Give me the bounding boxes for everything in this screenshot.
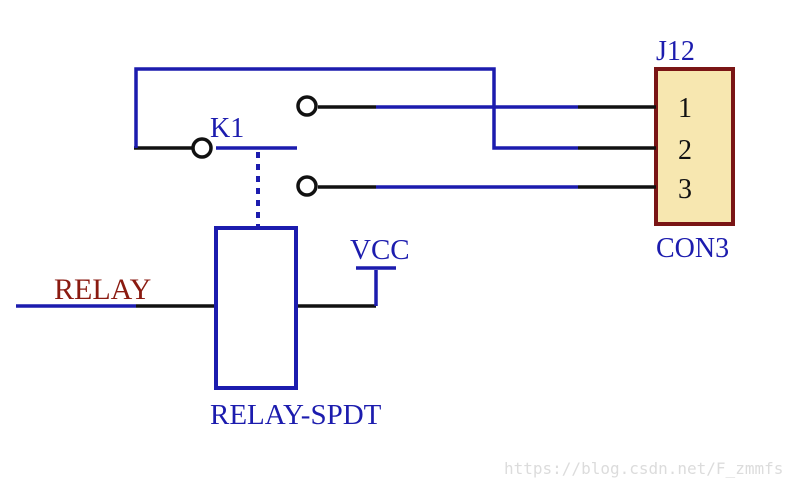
relay-value-label: RELAY-SPDT (210, 399, 382, 431)
relay-no-contact (296, 175, 318, 197)
relay-coil (214, 226, 298, 390)
relay-com-contact (191, 137, 213, 159)
connector-ref-label: J12 (656, 36, 695, 67)
connector-pin-2-label: 2 (678, 135, 692, 166)
wire-com-to-pin2 (134, 67, 578, 150)
connector-pin-3-label: 3 (678, 174, 692, 205)
connector-value-label: CON3 (656, 233, 729, 264)
connector-body (654, 67, 735, 226)
connector-pin-1-label: 1 (678, 93, 692, 124)
watermark-text: https://blog.csdn.net/F_zmmfs (504, 459, 783, 478)
relay-ref-label: K1 (210, 113, 244, 144)
relay-net-label: RELAY (54, 273, 151, 306)
relay-nc-contact (296, 95, 318, 117)
vcc-label: VCC (350, 234, 410, 266)
